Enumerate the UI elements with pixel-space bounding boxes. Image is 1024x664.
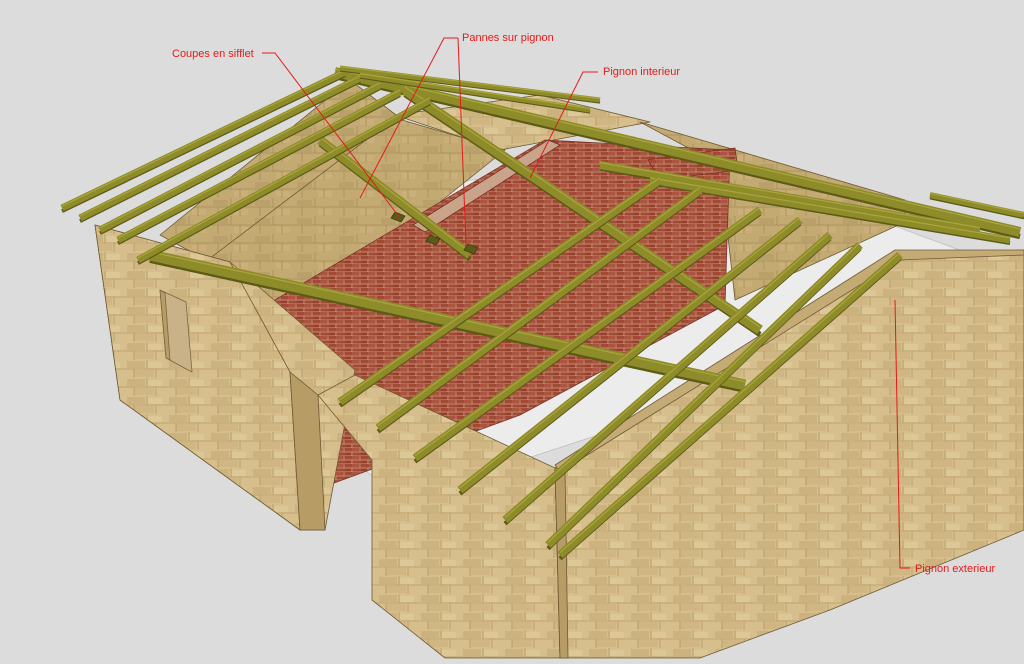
- right-purlin-upper: [599, 161, 981, 234]
- label-pignon-interieur: Pignon interieur: [603, 66, 681, 78]
- ridge-beam-highlight: [334, 68, 1021, 230]
- leader-coupes-en-sifflet: [262, 52, 401, 219]
- annotation-leader-lines: [262, 37, 910, 569]
- left-rafter-5-highlight: [137, 97, 431, 259]
- rafter-end-1: [390, 211, 406, 223]
- front-rafter-7: [557, 252, 903, 558]
- purlin-diagonal-left-highlight: [319, 136, 471, 253]
- window-reveal: [159, 289, 171, 361]
- door-jamb-left: [289, 371, 326, 531]
- ridge-beam: [333, 67, 1022, 237]
- purlin-on-gable-highlight: [404, 86, 761, 328]
- label-coupes-en-sifflet: Coupes en sifflet: [172, 48, 254, 60]
- leader-pignon-exterieur: [894, 299, 910, 569]
- lower-purlin-left-highlight: [149, 251, 746, 383]
- left-rafter-5: [136, 96, 432, 264]
- left-rafter-1: [60, 68, 347, 212]
- front-rafter-2: [375, 186, 703, 432]
- front-rafter-6-highlight: [547, 242, 861, 544]
- front-rafter-7-highlight: [559, 252, 901, 554]
- right-purlin-upper-highlight: [599, 162, 981, 229]
- left-rafter-2: [78, 74, 362, 222]
- left-rafter-4-highlight: [117, 89, 401, 239]
- right-eave-rafter: [929, 192, 1024, 218]
- purlin-diagonal-left: [317, 136, 473, 259]
- rafter-end-3: [463, 243, 479, 255]
- front-rafter-2-highlight: [377, 187, 701, 427]
- front-rafter-4: [457, 216, 803, 494]
- label-pignon-exterieur: Pignon exterieur: [915, 563, 996, 575]
- back-rafter-1-highlight: [339, 65, 601, 100]
- left-rafter-4: [116, 88, 402, 244]
- front-rafter-3-highlight: [414, 207, 761, 457]
- right-purlin-lower: [649, 176, 1011, 244]
- brick-gable-coping: [412, 139, 561, 233]
- left-rafter-3: [98, 81, 382, 234]
- lower-purlin-left: [148, 249, 747, 391]
- front-rafter-5: [502, 231, 833, 524]
- right-purlin-lower-highlight: [649, 177, 1011, 239]
- rafter-end-2: [425, 234, 441, 246]
- back-rafter-2: [359, 72, 591, 113]
- left-rafter-1-highlight: [61, 69, 346, 207]
- label-pannes-sur-pignon: Pannes sur pignon: [462, 32, 554, 44]
- back-rafter-1: [339, 65, 601, 103]
- front-rafter-4-highlight: [459, 217, 801, 489]
- left-rafter-3-highlight: [99, 82, 381, 229]
- front-rafter-3: [412, 206, 763, 462]
- right-eave-rafter-highlight: [929, 192, 1024, 214]
- purlin-on-gable: [402, 85, 763, 335]
- front-rafter-6: [545, 242, 863, 548]
- front-rafter-1: [337, 176, 663, 406]
- leader-pignon-interieur: [529, 71, 598, 179]
- leader-pannes-sur-pignon-a: [359, 37, 458, 199]
- front-rafter-5-highlight: [504, 232, 831, 519]
- leader-pannes-sur-pignon-b: [457, 37, 467, 246]
- left-rafter-2-highlight: [79, 75, 361, 217]
- back-rafter-2-highlight: [359, 72, 591, 110]
- front-rafter-1-highlight: [339, 177, 661, 401]
